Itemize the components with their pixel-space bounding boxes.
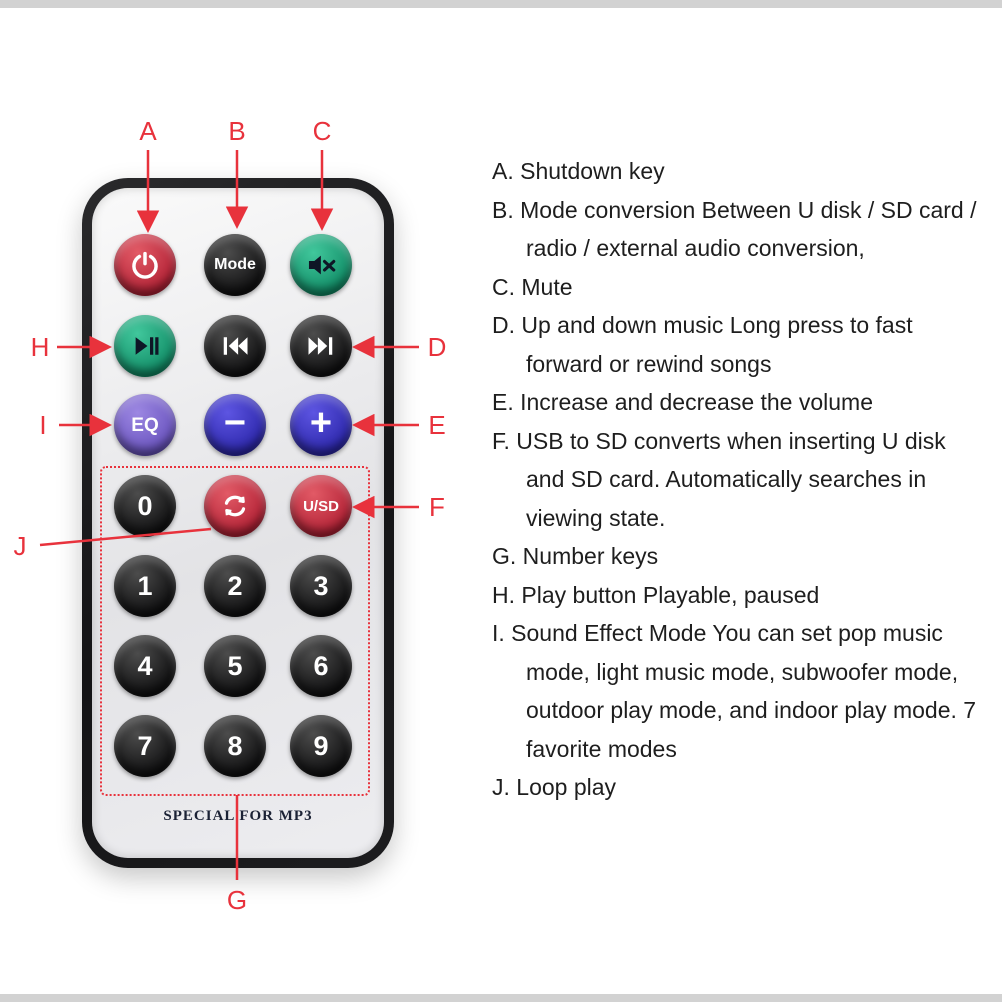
key-3: 3 [290,555,352,617]
legend-entry-f: F. USB to SD converts when inserting U d… [492,422,978,538]
key-0-label: 0 [137,490,153,521]
volume-up-label: + [309,402,333,444]
callout-label-f: F [429,492,445,522]
legend-entry-g: G. Number keys [492,537,978,576]
legend: A. Shutdown key B. Mode conversion Betwe… [492,152,978,807]
key-9: 9 [290,715,352,777]
usd-button-label: U/SD [303,497,339,515]
legend-letter-f: F. [492,427,510,454]
key-6: 6 [290,635,352,697]
legend-entry-c: C. Mute [492,268,978,307]
legend-letter-c: C. [492,273,515,300]
legend-text-i: Sound Effect Mode You can set pop music … [511,620,977,762]
key-7-label: 7 [137,730,153,761]
loop-button [204,475,266,537]
key-9-label: 9 [313,730,329,761]
legend-entry-b: B. Mode conversion Between U disk / SD c… [492,191,978,268]
legend-letter-i: I. [492,620,505,646]
mute-icon [308,255,336,275]
legend-text-a: Shutdown key [520,158,665,184]
eq-button: EQ [114,394,176,456]
remote-control: Mode [82,178,394,868]
legend-entry-i: I. Sound Effect Mode You can set pop mus… [492,614,978,768]
mute-button [290,234,352,296]
legend-text-f: USB to SD converts when inserting U disk… [516,427,946,531]
legend-letter-a: A. [492,158,514,184]
key-1: 1 [114,555,176,617]
key-4: 4 [114,635,176,697]
volume-up-button: + [290,394,352,456]
callout-label-d: D [427,332,447,362]
legend-text-j: Loop play [516,774,617,800]
top-edge-strip [0,0,1002,8]
key-8: 8 [204,715,266,777]
key-5: 5 [204,635,266,697]
callout-label-e: E [428,410,446,440]
key-8-label: 8 [227,730,243,761]
legend-text-d: Up and down music Long press to fast for… [521,312,913,377]
mode-button-label: Mode [214,256,256,273]
callout-label-h: H [30,332,50,362]
key-5-label: 5 [227,650,243,681]
key-7: 7 [114,715,176,777]
key-2-label: 2 [227,570,243,601]
legend-letter-g: G. [492,543,517,569]
usd-button: U/SD [290,475,352,537]
key-3-label: 3 [313,570,329,601]
play-pause-button [114,315,176,377]
mode-button: Mode [204,234,266,296]
legend-text-c: Mute [521,273,573,300]
volume-down-button: − [204,394,266,456]
key-6-label: 6 [313,650,329,681]
eq-button-label: EQ [131,414,159,436]
next-track-button [290,315,352,377]
legend-text-b: Mode conversion Between U disk / SD card… [520,196,977,262]
legend-text-e: Increase and decrease the volume [520,389,874,415]
legend-text-g: Number keys [522,543,659,569]
loop-icon [224,495,246,517]
legend-entry-e: E. Increase and decrease the volume [492,383,978,422]
remote-brand-text: SPECIAL FOR MP3 [163,808,313,824]
legend-letter-j: J. [492,774,510,800]
legend-entry-j: J. Loop play [492,768,978,807]
key-1-label: 1 [137,570,153,601]
volume-down-label: − [223,402,247,444]
callout-label-b: B [228,116,246,146]
next-track-icon [308,337,333,355]
callout-label-j: J [13,531,27,561]
previous-track-icon [223,337,248,355]
power-button [114,234,176,296]
legend-entry-a: A. Shutdown key [492,152,978,191]
legend-text-h: Play button Playable, paused [521,581,820,608]
legend-entry-h: H. Play button Playable, paused [492,576,978,615]
legend-letter-d: D. [492,312,515,338]
callout-label-i: I [39,410,47,440]
power-icon [132,251,158,279]
key-2: 2 [204,555,266,617]
legend-letter-h: H. [492,581,515,608]
key-0: 0 [114,475,176,537]
callout-label-g: G [226,885,248,915]
key-4-label: 4 [137,650,153,681]
callout-label-c: C [312,116,332,146]
legend-letter-e: E. [492,389,514,415]
play-pause-icon [135,337,159,355]
callout-label-a: A [139,116,157,146]
bottom-edge-strip [0,994,1002,1002]
previous-track-button [204,315,266,377]
legend-letter-b: B. [492,196,514,223]
legend-entry-d: D. Up and down music Long press to fast … [492,306,978,383]
